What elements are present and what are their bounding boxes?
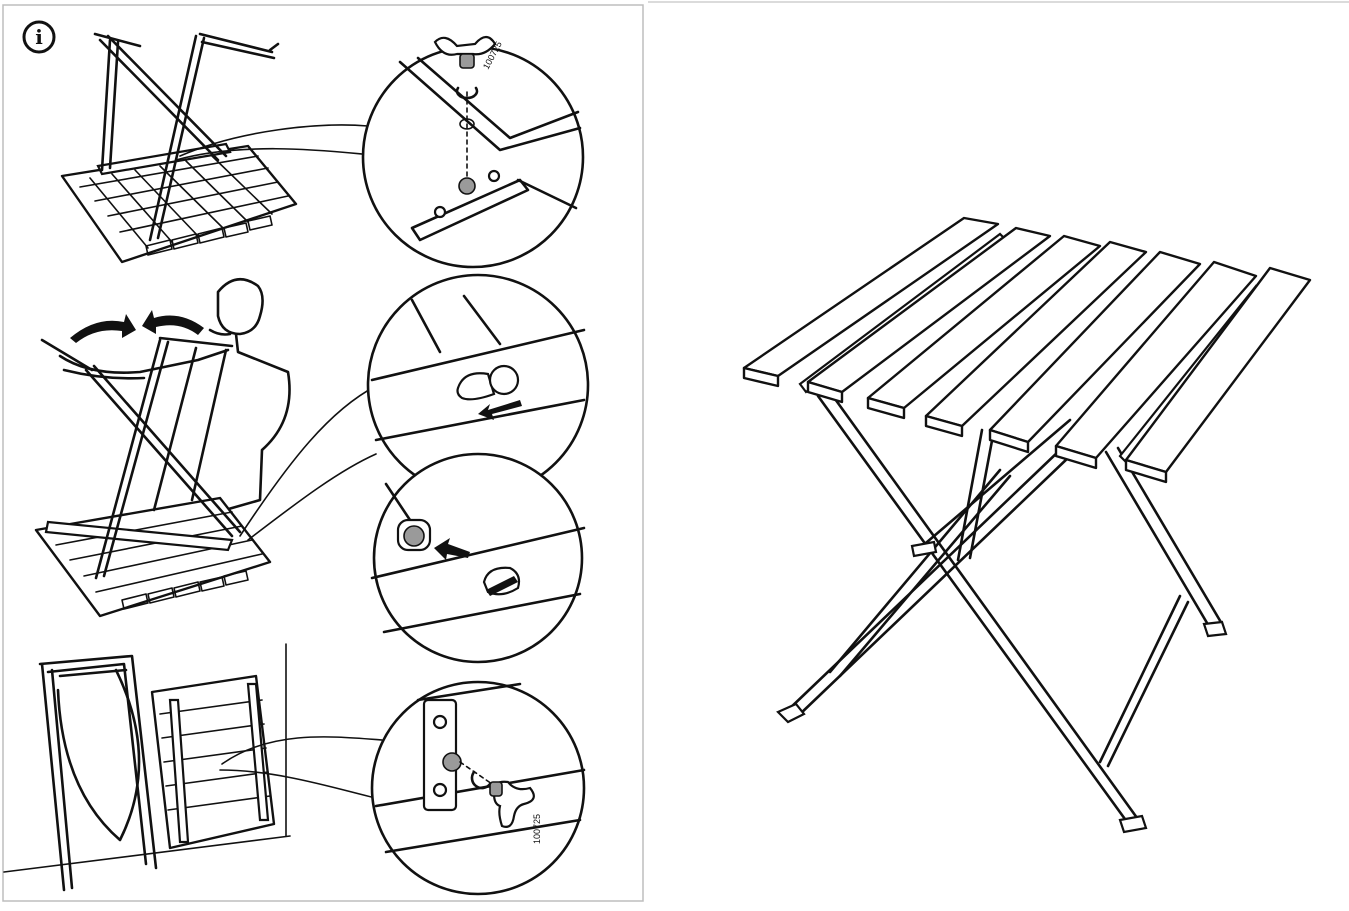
slat-7-edge <box>1124 458 1168 484</box>
step-2-detail-lock <box>370 452 586 664</box>
foot-front-right <box>1118 814 1148 834</box>
step-1-unfold-frame: 100725 <box>60 32 585 269</box>
foot-back-left <box>910 540 938 558</box>
slat-4-edge <box>924 414 964 438</box>
slat-5-edge <box>988 428 1030 454</box>
step-3-folded-legs <box>38 654 158 892</box>
step-3-part-number: 100725 <box>532 814 542 844</box>
slat-3-edge <box>866 396 906 420</box>
step-2-lock-legs <box>34 273 590 664</box>
step-3-folded-tabletop <box>150 674 276 850</box>
slide-arrow-left-icon <box>478 400 522 420</box>
wing-nut-icon <box>433 35 497 69</box>
slide-arrow-right-icon <box>434 538 470 560</box>
step-3-detail-wing-nut: 100725 <box>370 680 586 896</box>
assembled-table-legs <box>776 390 1228 834</box>
rotate-arrow-icon <box>470 770 492 790</box>
step-2-person <box>58 278 291 522</box>
foot-back-right <box>1202 620 1228 638</box>
instructions-panel-frame <box>2 4 644 902</box>
slat-2-edge <box>806 380 844 404</box>
step-1-tabletop <box>60 142 298 264</box>
info-icon: i <box>22 20 56 54</box>
turn-arrow-right-icon <box>142 310 204 335</box>
assembled-table <box>742 216 1312 834</box>
step-2-tabletop <box>34 496 272 618</box>
assembled-table-top <box>742 216 1312 484</box>
step-3-store-folded: 100725 <box>3 643 586 896</box>
turn-arrow-left-icon <box>70 314 136 343</box>
step-1-callout-line <box>179 124 369 157</box>
info-icon-glyph: i <box>35 25 43 49</box>
step-2-detail-unlock <box>366 273 590 497</box>
step-1-detail-wing-nut: 100725 <box>361 35 585 269</box>
step-2-legs <box>40 336 242 580</box>
rotate-arrow-icon <box>455 86 479 100</box>
slat-1-edge <box>742 366 780 388</box>
step-1-legs <box>93 32 280 242</box>
foot-front-left <box>776 702 806 724</box>
slat-6-edge <box>1054 444 1098 470</box>
wing-nut-icon <box>489 780 535 828</box>
